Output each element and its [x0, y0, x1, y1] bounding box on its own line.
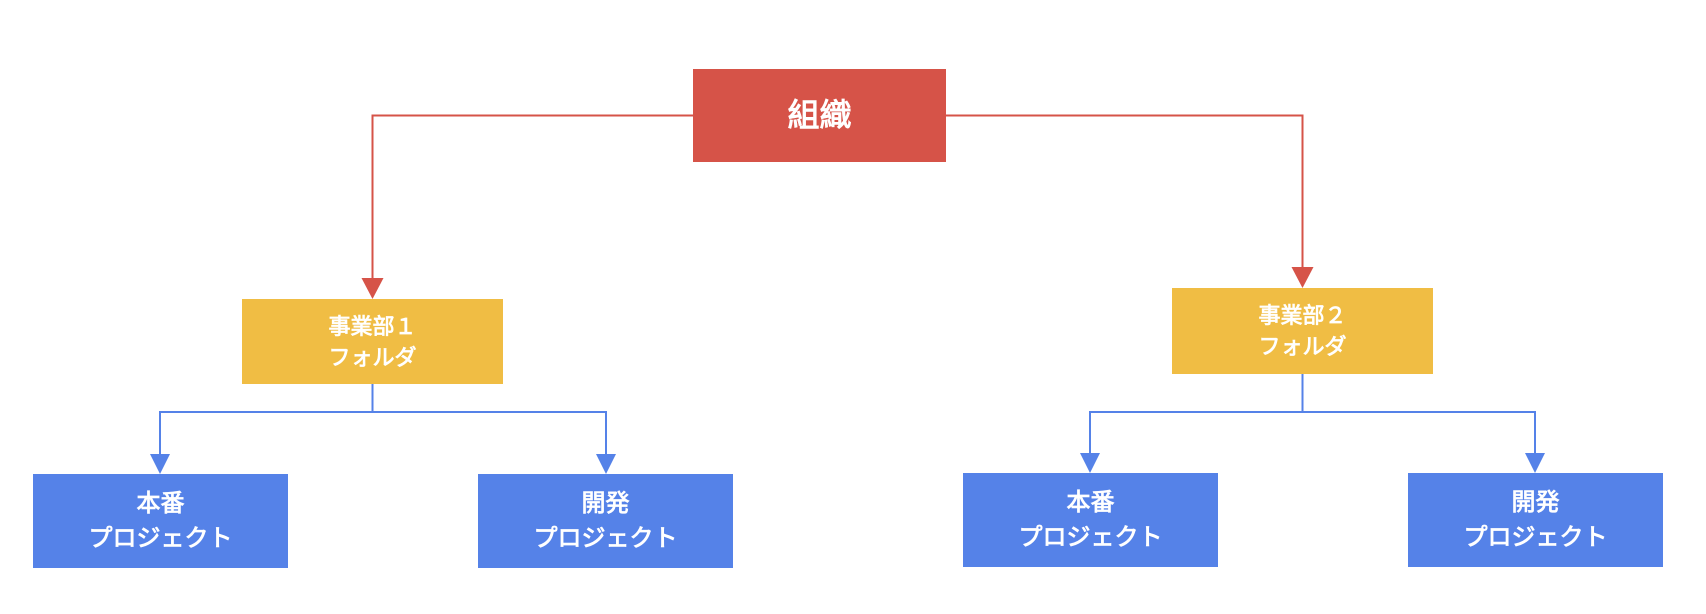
division1-folder-label-line1: 事業部１ — [328, 313, 417, 339]
division1-development-project-label-line2: プロジェクト — [533, 525, 678, 552]
arrowhead-division2-to-development — [1525, 453, 1545, 473]
division1-production-project-label-line1: 本番 — [136, 490, 185, 517]
organization-label: 組織 — [787, 97, 852, 134]
division1-folder-label-line2: フォルダ — [328, 344, 417, 370]
organization-node: 組織 — [693, 69, 946, 162]
connector-division2-to-projects — [1089, 374, 1536, 455]
division1-development-project-node: 開発 プロジェクト — [478, 474, 733, 568]
division2-development-project-label-line1: 開発 — [1511, 489, 1560, 516]
division2-production-project-label-line1: 本番 — [1066, 489, 1115, 516]
division1-folder-node: 事業部１ フォルダ — [242, 299, 503, 384]
division2-production-project-node: 本番 プロジェクト — [963, 473, 1218, 567]
division1-development-project-label-line1: 開発 — [581, 490, 630, 517]
division1-production-project-node: 本番 プロジェクト — [33, 474, 288, 568]
connector-org-to-division2 — [946, 114, 1304, 269]
division2-production-project-label-line2: プロジェクト — [1018, 524, 1163, 551]
arrowhead-division2-to-production — [1080, 453, 1100, 473]
arrowhead-division1-to-production — [150, 454, 170, 474]
arrowhead-org-to-division1 — [361, 278, 384, 299]
connector-org-to-division1 — [371, 114, 693, 280]
division2-folder-label-line2: フォルダ — [1258, 334, 1347, 359]
division2-development-project-label-line2: プロジェクト — [1463, 524, 1608, 551]
division1-production-project-label-line2: プロジェクト — [88, 525, 233, 552]
connector-division1-to-projects — [159, 384, 607, 456]
division2-development-project-node: 開発 プロジェクト — [1408, 473, 1663, 567]
arrowhead-org-to-division2 — [1291, 267, 1314, 288]
arrowhead-division1-to-development — [596, 454, 616, 474]
division2-folder-label-line1: 事業部２ — [1258, 303, 1347, 328]
division2-folder-node: 事業部２ フォルダ — [1172, 288, 1433, 374]
